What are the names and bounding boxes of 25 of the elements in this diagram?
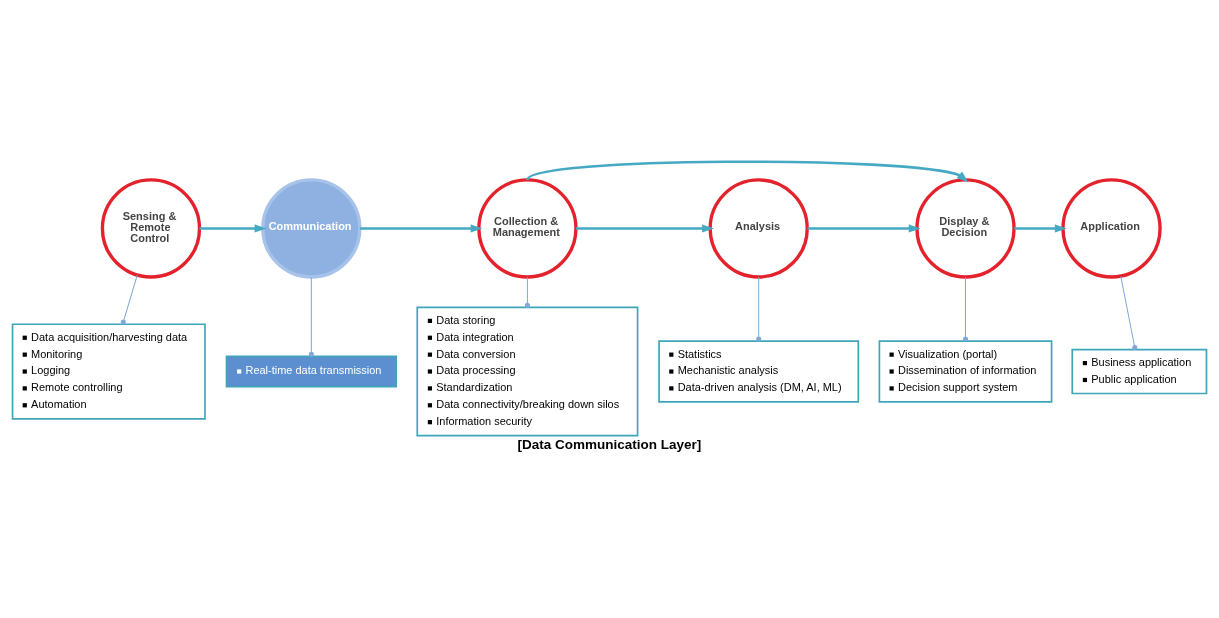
connector <box>120 274 138 325</box>
node-circle: Analysis <box>708 177 809 279</box>
node-circle: Collection & Management <box>477 177 578 279</box>
node-circle: Application <box>1061 177 1162 279</box>
node-circle: Sensing & Remote Control <box>100 177 202 279</box>
arrow <box>199 223 267 233</box>
arrow <box>526 160 969 182</box>
node-box: Business application Public application <box>1071 348 1208 394</box>
node-box: Real-time data transmission <box>225 355 397 388</box>
node-circle: Communication <box>261 177 362 279</box>
caption: [Data Communication Layer] <box>517 436 702 452</box>
connector <box>308 276 314 357</box>
arrow <box>1014 223 1067 233</box>
arrow <box>807 223 921 233</box>
node-box: Statistics Mechanistic analysis Data-driven analysis (DM, AI, ML) <box>658 339 860 403</box>
connector <box>524 276 530 308</box>
arrow <box>359 223 483 233</box>
node-box: Data acquisition/harvesting data Monitoring Logging Remote controlling Automation <box>11 322 206 420</box>
connector <box>756 276 762 341</box>
arrow <box>575 223 714 233</box>
node-box: Visualization (portal) Dissemination of information Decision support system <box>878 339 1053 403</box>
connector <box>962 276 969 341</box>
node-box: Data storing Data integration Data conversion Data processing Standardization Data connectivity/breaking down silos Information security <box>416 306 639 437</box>
node-circle: Display & Decision <box>915 177 1016 279</box>
connector <box>1120 275 1138 350</box>
